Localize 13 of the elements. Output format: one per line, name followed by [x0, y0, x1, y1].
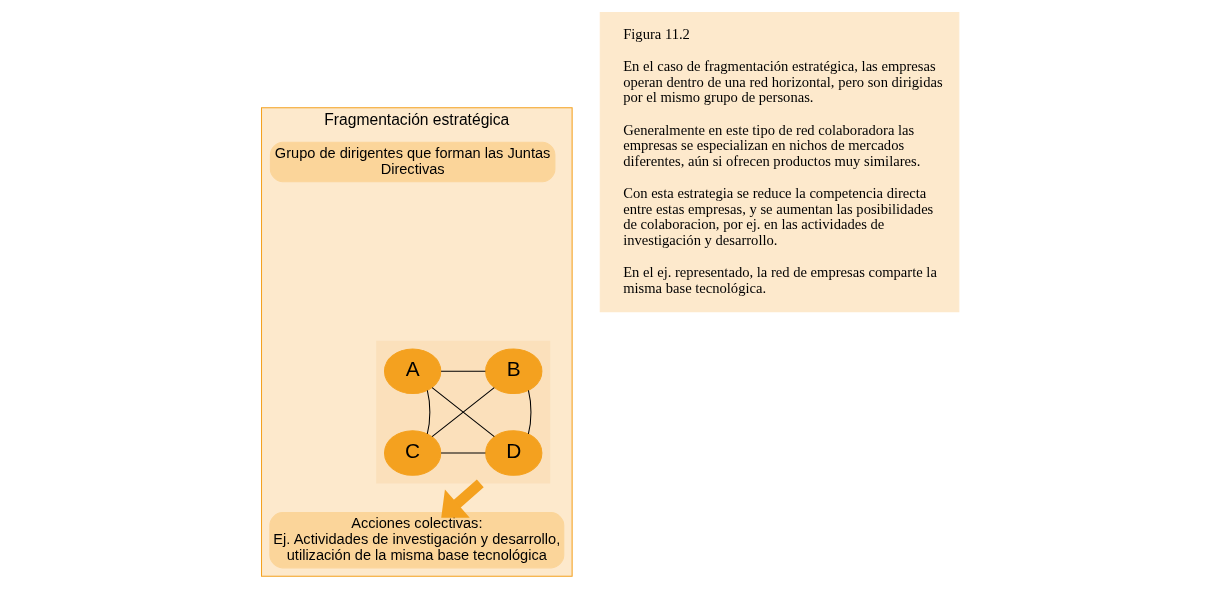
cluster: [376, 340, 551, 484]
connector: [431, 387, 495, 438]
connector: [527, 389, 532, 435]
connector: [426, 389, 431, 435]
node-box: Figura 11.2 En el caso de fragmentación estratégica, las empresas operan dentro de una red horizontal, pero son dirigidas por el mismo grupo de personas. Generalmente en este tipo de red colaboradora las empresas se especializan en nichos de mercados diferentes, aún si ofrecen productos muy similares. Con esta estrategia se reduce la competencia directa entre estas empresas, y se aumentan las posibilidades de colaboracion, por ej. en las actividades de investigación y desarrollo. En el ej. representado, la red de empresas comparte la misma base tecnológica.: [599, 11, 960, 313]
node-box: Acciones colectivas: Ej. Actividades de investigación y desarrollo, utilización de la misma base tecnológica: [269, 512, 565, 569]
node-ellipse: D: [485, 430, 543, 476]
connector: [440, 370, 486, 372]
node-ellipse: B: [485, 348, 543, 395]
node-ellipse: C: [384, 430, 442, 476]
arrow: [441, 479, 484, 518]
node-ellipse: A: [384, 348, 442, 395]
node-box: Grupo de dirigentes que forman las Juntas Directivas: [269, 141, 556, 183]
